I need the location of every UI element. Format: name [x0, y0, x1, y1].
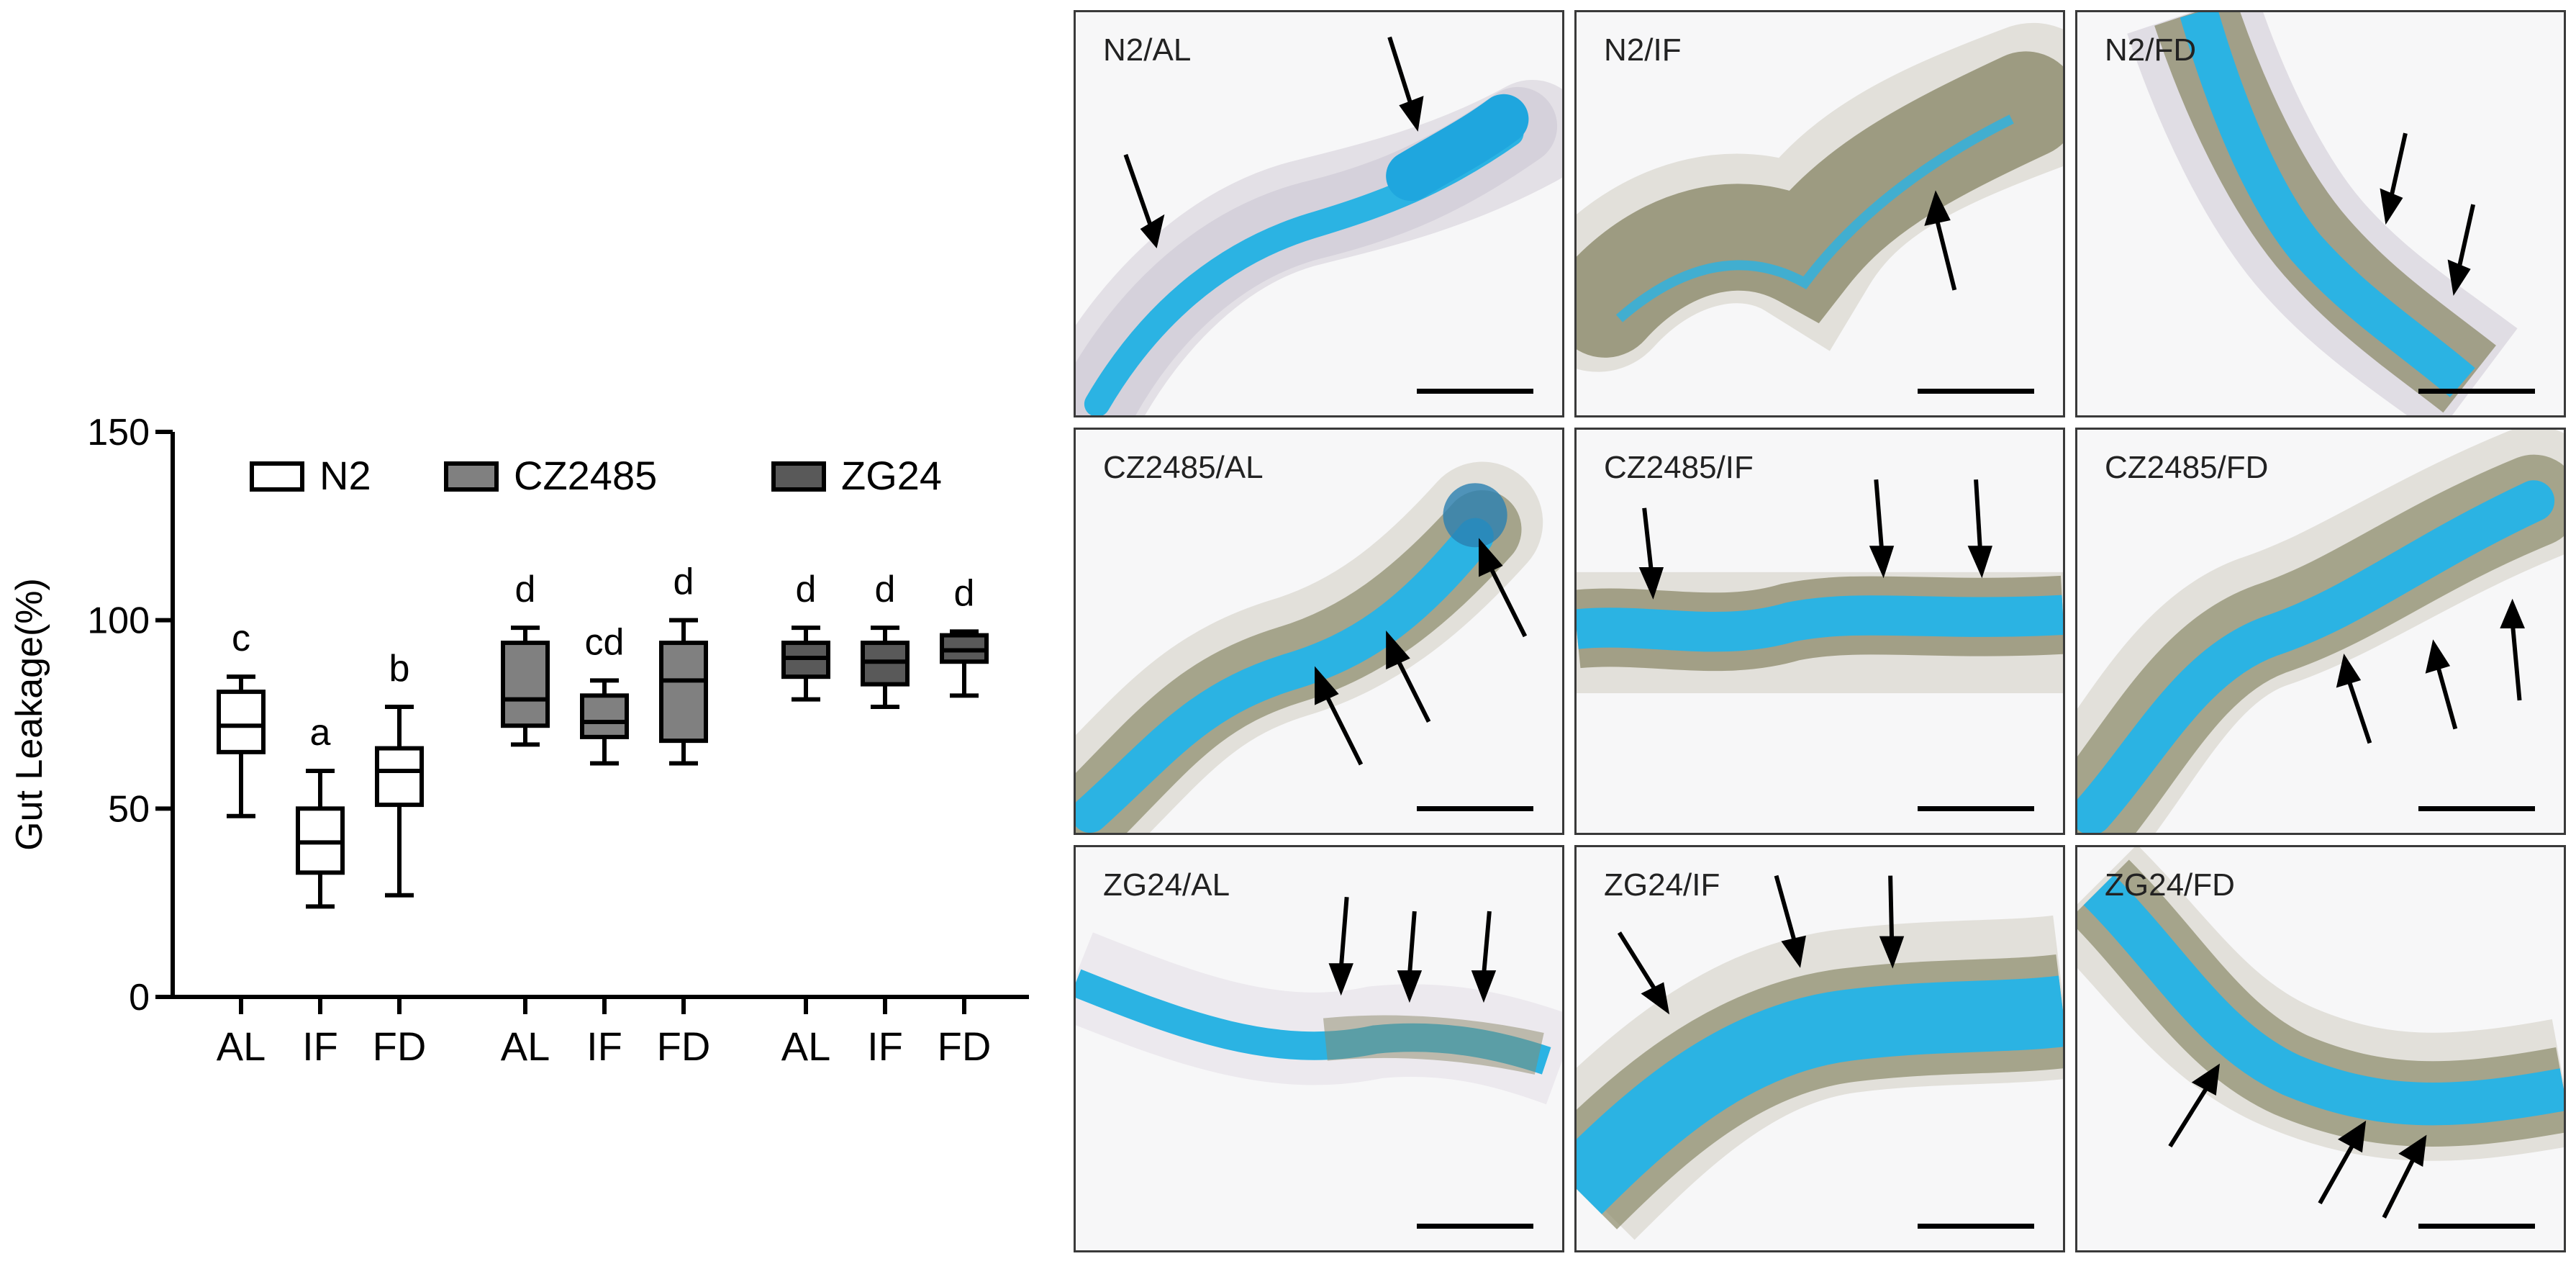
box	[375, 746, 424, 808]
panel-label: N2/IF	[1604, 32, 1682, 68]
arrow-icon	[1924, 190, 1957, 291]
arrow-icon	[2380, 132, 2476, 297]
micrograph-image	[2077, 430, 2564, 833]
y-tick-label: 100	[87, 600, 150, 642]
arrow-icon	[2336, 598, 2525, 744]
arrow-icon	[1123, 36, 1424, 248]
arrow-icon	[1638, 479, 1992, 600]
micrograph-panel: CZ2485/AL	[1074, 428, 1564, 835]
micrograph-image	[2077, 847, 2564, 1219]
micrograph-image	[1577, 875, 2063, 1240]
scale-bar	[1918, 806, 2034, 811]
panel-label: ZG24/IF	[1604, 867, 1720, 903]
significance-letter: c	[232, 618, 250, 659]
arrow-icon	[1328, 897, 1497, 1003]
significance-letter: cd	[585, 621, 625, 663]
significance-letter: d	[674, 561, 694, 603]
x-tick-label: FD	[657, 1024, 711, 1069]
legend-swatch	[444, 461, 499, 492]
micrograph-panel: ZG24/IF	[1574, 845, 2065, 1252]
legend-label: ZG24	[841, 453, 942, 498]
arrow-icon	[2168, 1063, 2427, 1219]
micrograph-panel: N2/AL	[1074, 10, 1564, 417]
significance-letter: d	[875, 569, 896, 610]
y-tick-label: 150	[87, 412, 150, 453]
scale-bar	[2418, 389, 2535, 394]
x-tick-label: AL	[217, 1024, 266, 1069]
x-tick-label: AL	[501, 1024, 550, 1069]
box	[659, 641, 708, 744]
scale-bar	[1918, 389, 2034, 394]
micrograph-panel: CZ2485/IF	[1574, 428, 2065, 835]
significance-letter: a	[310, 712, 331, 754]
micrograph-image	[1577, 479, 2063, 694]
significance-letter: d	[796, 569, 817, 610]
scale-bar	[1417, 806, 1533, 811]
significance-letter: d	[515, 569, 536, 610]
panel-label: CZ2485/AL	[1103, 450, 1264, 485]
scale-bar	[1918, 1224, 2034, 1229]
x-tick-label: AL	[781, 1024, 831, 1069]
micrograph-panel: ZG24/FD	[2075, 845, 2566, 1252]
panel-label: CZ2485/IF	[1604, 450, 1754, 485]
x-tick-label: IF	[302, 1024, 338, 1069]
micrograph-grid: N2/AL N2/IF N2/FD	[1074, 10, 2570, 1264]
x-tick-label: IF	[867, 1024, 903, 1069]
significance-letter: d	[954, 572, 975, 614]
arrow-icon	[1617, 875, 1905, 1015]
legend-swatch	[250, 461, 304, 492]
y-tick-label: 50	[108, 788, 150, 830]
panel-label: CZ2485/FD	[2105, 450, 2269, 485]
scale-bar	[1417, 1224, 1533, 1229]
x-tick-label: FD	[373, 1024, 427, 1069]
micrograph-image	[1076, 897, 1562, 1105]
micrograph-image	[2127, 12, 2518, 415]
panel-label: N2/AL	[1103, 32, 1192, 68]
legend-label: CZ2485	[514, 453, 657, 498]
box	[580, 693, 629, 739]
micrograph-panel: ZG24/AL	[1074, 845, 1564, 1252]
box	[501, 641, 550, 728]
micrograph-panel: N2/IF	[1574, 10, 2065, 417]
micrograph-image	[1076, 461, 1543, 833]
scale-bar	[2418, 1224, 2535, 1229]
micrograph-image	[1076, 36, 1562, 415]
micrograph-panel: N2/FD	[2075, 10, 2566, 417]
legend-swatch	[771, 461, 826, 492]
y-tick-label: 0	[129, 977, 150, 1019]
arrow-icon	[1315, 538, 1528, 766]
scale-bar	[1417, 389, 1533, 394]
micrograph-image	[1577, 22, 2063, 372]
box	[217, 690, 266, 754]
panel-label: N2/FD	[2105, 32, 2197, 68]
panel-label: ZG24/FD	[2105, 867, 2235, 903]
micrograph-panel: CZ2485/FD	[2075, 428, 2566, 835]
panel-label: ZG24/AL	[1103, 867, 1230, 903]
x-tick-label: IF	[586, 1024, 622, 1069]
y-axis-label: Gut Leakage(%)	[9, 578, 50, 851]
scale-bar	[2418, 806, 2535, 811]
significance-letter: b	[389, 648, 410, 690]
legend-label: N2	[319, 453, 371, 498]
x-tick-label: FD	[938, 1024, 992, 1069]
